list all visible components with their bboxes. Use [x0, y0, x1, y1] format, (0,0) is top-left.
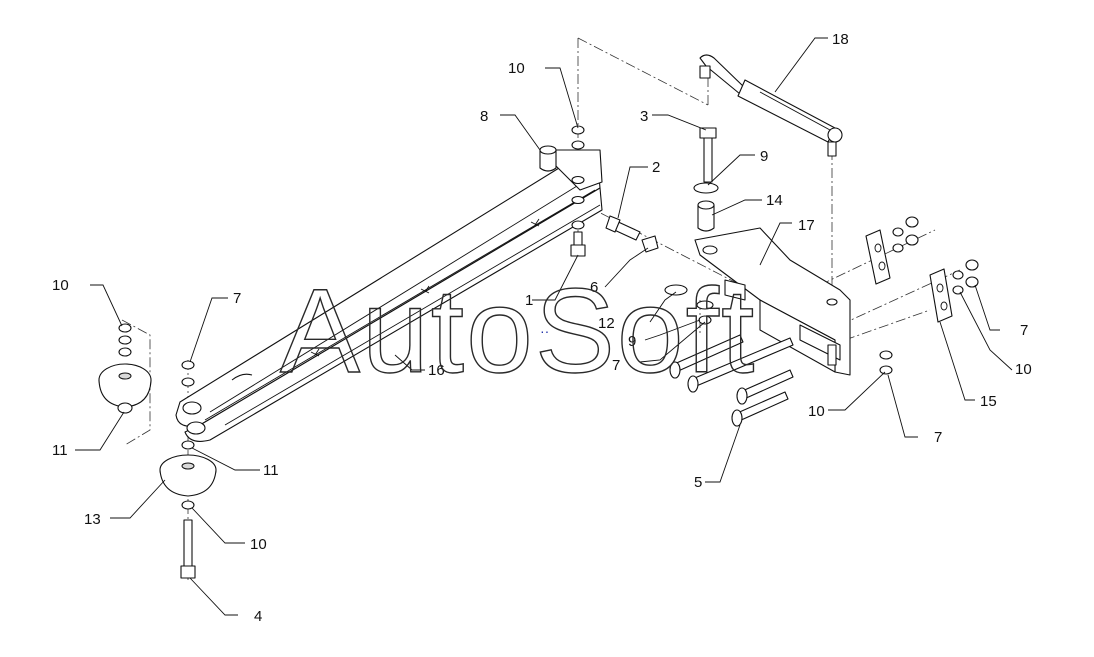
gas-spring: [699, 54, 843, 157]
callout-9: 9: [760, 148, 768, 165]
watermark-dots: ··: [540, 323, 549, 339]
bolts: [180, 127, 794, 579]
callout-labels: 10 8 3 9 2 14 17 18 1 6 12 9 7 10 11 7 1…: [52, 31, 1032, 625]
callout-7-right: 7: [1020, 322, 1028, 339]
callout-4: 4: [254, 608, 262, 625]
callout-9-lower: 9: [628, 333, 636, 350]
callout-10-right: 10: [808, 403, 825, 420]
callout-10-far-right: 10: [1015, 361, 1032, 378]
callout-1: 1: [525, 292, 533, 309]
leader-lines: [75, 37, 1013, 616]
callout-18: 18: [832, 31, 849, 48]
rubber-mounts: [98, 363, 217, 497]
watermark: AutoSoft: [280, 264, 756, 398]
callout-11-center: 11: [263, 462, 279, 479]
clamp-plates: [865, 229, 953, 323]
callout-16: 16: [428, 362, 445, 379]
callout-17: 17: [798, 217, 815, 234]
callout-7-center: 7: [612, 357, 620, 374]
callout-11-left: 11: [52, 442, 68, 459]
callout-7-left: 7: [233, 290, 241, 307]
callout-10: 10: [508, 60, 525, 77]
callout-5: 5: [694, 474, 702, 491]
callout-7-bottom-right: 7: [934, 429, 942, 446]
callout-2: 2: [652, 159, 660, 176]
callout-15: 15: [980, 393, 997, 410]
callout-14: 14: [766, 192, 783, 209]
callout-12: 12: [598, 315, 615, 332]
callout-10-left-top: 10: [52, 277, 69, 294]
washers-and-nuts: [117, 125, 979, 510]
callout-10-lower: 10: [250, 536, 267, 553]
mounting-bracket: [694, 227, 851, 376]
main-arm: [175, 149, 603, 442]
callout-3: 3: [640, 108, 648, 125]
callout-13: 13: [84, 511, 101, 528]
callout-8: 8: [480, 108, 488, 125]
callout-6: 6: [590, 279, 598, 296]
spacers: [539, 145, 715, 232]
